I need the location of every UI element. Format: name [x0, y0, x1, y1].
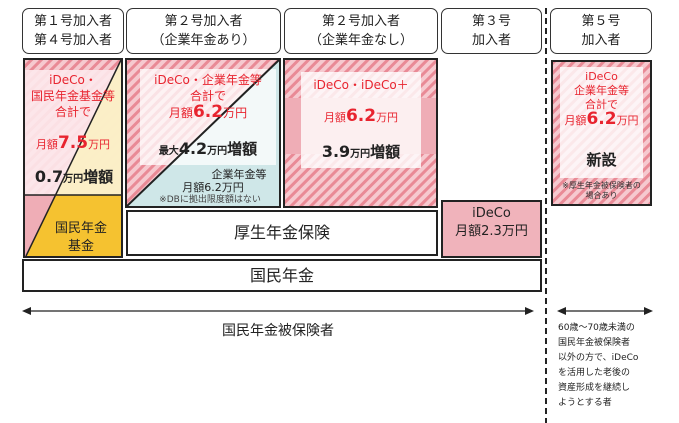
increase-value: 0.7: [34, 167, 64, 186]
col1-line2: 国民年金基金等: [30, 89, 115, 103]
fund-label: 国民年金 基金: [54, 221, 107, 254]
increase-unit: 万円: [63, 174, 84, 185]
col5-line2: 企業年金等: [574, 84, 629, 97]
col5-caption: iDeCo 企業年金等 合計で 月額6.2万円: [560, 70, 643, 128]
col3-line1: iDeCo・iDeCo＋: [313, 78, 409, 92]
amount-prefix: 月額: [35, 138, 58, 151]
kosei-nenkin-bar: 厚生年金保険: [126, 210, 438, 256]
corp-line1: 企業年金等: [211, 168, 267, 181]
amount-unit: 万円: [88, 138, 111, 151]
header-type1-4: 第１号加入者 第４号加入者: [22, 8, 124, 54]
col2-line1: iDeCo・企業年金等: [154, 73, 262, 87]
type5-description: 60歳～70歳未満の 国民年金被保険者 以外の方で、iDeCo を活用した老後の…: [558, 323, 639, 408]
increase-prefix: 最大: [158, 146, 179, 157]
col1-line3: 合計で: [54, 105, 91, 119]
increase-unit: 万円: [207, 146, 228, 157]
corp-line2: 月額6.2万円: [182, 181, 244, 194]
header-type3: 第３号 加入者: [441, 8, 542, 54]
increase-value: 4.2: [178, 139, 208, 158]
header-type2-with-corp: 第２号加入者 （企業年金あり）: [126, 8, 281, 54]
amount-value: 6.2: [345, 106, 377, 126]
header-type2-without-corp: 第２号加入者 （企業年金なし）: [284, 8, 438, 54]
amount-value: 6.2: [586, 109, 617, 129]
col1-amount: 月額7.5万円: [24, 133, 122, 153]
corp-note: ※DBに拠出限度額はない: [159, 195, 261, 205]
col3-amount: 月額6.2万円: [301, 106, 421, 126]
col4-line2: 月額2.3万円: [455, 224, 528, 239]
fund-shape: [26, 195, 121, 256]
type5-arrow: [557, 307, 653, 315]
header-type5: 第５号 加入者: [550, 8, 652, 54]
col1-line1: iDeCo・: [49, 73, 97, 87]
increase-value: 3.9: [321, 142, 351, 161]
amount-value: 7.5: [57, 133, 89, 153]
kokumin-nenkin-bar: 国民年金: [22, 259, 542, 292]
col2-line2: 合計で: [189, 89, 226, 103]
col1-increase: 0.7万円増額: [22, 166, 126, 187]
increase-word: 増額: [83, 168, 114, 186]
col2-increase: 最大4.2万円増額: [136, 138, 280, 159]
amount-prefix: 月額: [168, 106, 193, 120]
increase-word: 増額: [227, 140, 258, 158]
ideco-type3: iDeCo 月額2.3万円: [442, 205, 541, 241]
amount-unit: 万円: [223, 106, 248, 120]
col2-caption: iDeCo・企業年金等 合計で 月額6.2万円: [140, 72, 276, 121]
col4-line1: iDeCo: [472, 206, 511, 221]
amount-prefix: 月額: [323, 111, 346, 124]
col5-line1: iDeCo: [585, 70, 618, 83]
new-label: 新設: [586, 151, 617, 169]
insured-arrow: [22, 307, 534, 315]
col5-note: ※厚生年金被保険者の 場合あり: [562, 181, 641, 200]
increase-word: 増額: [370, 143, 401, 161]
amount-unit: 万円: [616, 114, 639, 127]
col1-caption: iDeCo・ 国民年金基金等 合計で: [24, 72, 122, 120]
insured-label: 国民年金被保険者: [222, 323, 334, 339]
col3-increase: 3.9万円増額: [301, 141, 421, 162]
col5-line3: 合計で: [585, 98, 618, 111]
amount-unit: 万円: [376, 111, 399, 124]
amount-value: 6.2: [192, 102, 224, 122]
amount-prefix: 月額: [564, 114, 587, 127]
increase-unit: 万円: [350, 149, 371, 160]
